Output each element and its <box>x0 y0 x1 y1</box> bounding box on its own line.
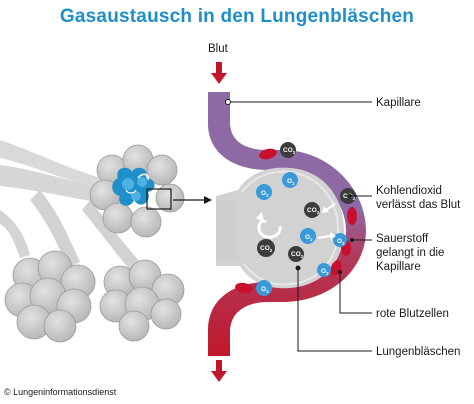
svg-text:O2: O2 <box>321 268 329 276</box>
label-kapillare: Kapillare <box>376 97 421 109</box>
svg-text:O2: O2 <box>287 178 295 186</box>
blood-out-arrow <box>211 360 227 382</box>
svg-text:CO2: CO2 <box>260 245 273 253</box>
zoom-arrow <box>173 196 212 204</box>
co2-molecule: CO2 <box>304 202 320 218</box>
alveolar-cluster-highlighted <box>89 144 185 238</box>
label-sauerstoff-line3: Kapillare <box>376 261 421 273</box>
label-kohlendioxid-line1: Kohlendioxid <box>376 185 442 197</box>
diagram-title: Gasaustausch in den Lungenbläschen <box>59 6 415 27</box>
o2-molecule: O2 <box>300 228 316 244</box>
label-blut: Blut <box>208 43 229 55</box>
o2-molecule: O2 <box>256 184 272 200</box>
o2-molecule: O2 <box>256 280 272 296</box>
zoom-focus-box <box>146 188 172 210</box>
alveolar-cluster-left <box>4 250 96 343</box>
copyright-notice: © Lungeninformationsdienst <box>4 387 117 397</box>
o2-molecule: O2 <box>317 263 331 277</box>
svg-text:O2: O2 <box>305 234 313 242</box>
alveolus-cross-section <box>216 167 344 289</box>
blue-alveoli <box>112 167 155 206</box>
callout-lines <box>225 99 372 352</box>
co2-molecule: CO2 <box>288 246 304 262</box>
svg-text:CO2: CO2 <box>291 251 304 259</box>
red-blood-cell <box>259 148 277 160</box>
svg-text:O2: O2 <box>261 286 269 294</box>
label-rote-blutzellen: rote Blutzellen <box>376 308 449 320</box>
o2-molecule: O2 <box>333 233 347 247</box>
red-blood-cell <box>347 207 357 225</box>
molecules: CO2 CO2 CO2 CO2 CO2 O2 O2 O2 <box>256 142 356 296</box>
co2-molecule: CO2 <box>257 239 275 257</box>
label-sauerstoff-line2: gelangt in die <box>376 247 444 259</box>
co2-molecule: CO2 <box>280 142 296 158</box>
svg-text:CO2: CO2 <box>307 207 320 215</box>
label-kohlendioxid-line2: verlässt das Blut <box>376 199 461 211</box>
svg-text:CO2: CO2 <box>283 147 296 155</box>
gas-movement-arrows <box>317 203 336 240</box>
svg-text:O2: O2 <box>261 190 269 198</box>
o2-molecule: O2 <box>282 172 298 188</box>
label-sauerstoff-line1: Sauerstoff <box>376 233 429 245</box>
alveolar-cluster-right <box>99 259 185 342</box>
svg-text:O2: O2 <box>337 238 345 246</box>
label-lungenblaeschen: Lungenbläschen <box>376 346 460 358</box>
red-blood-cell <box>235 282 253 294</box>
blood-in-arrow <box>211 62 227 84</box>
airflow-arrow <box>256 212 282 239</box>
